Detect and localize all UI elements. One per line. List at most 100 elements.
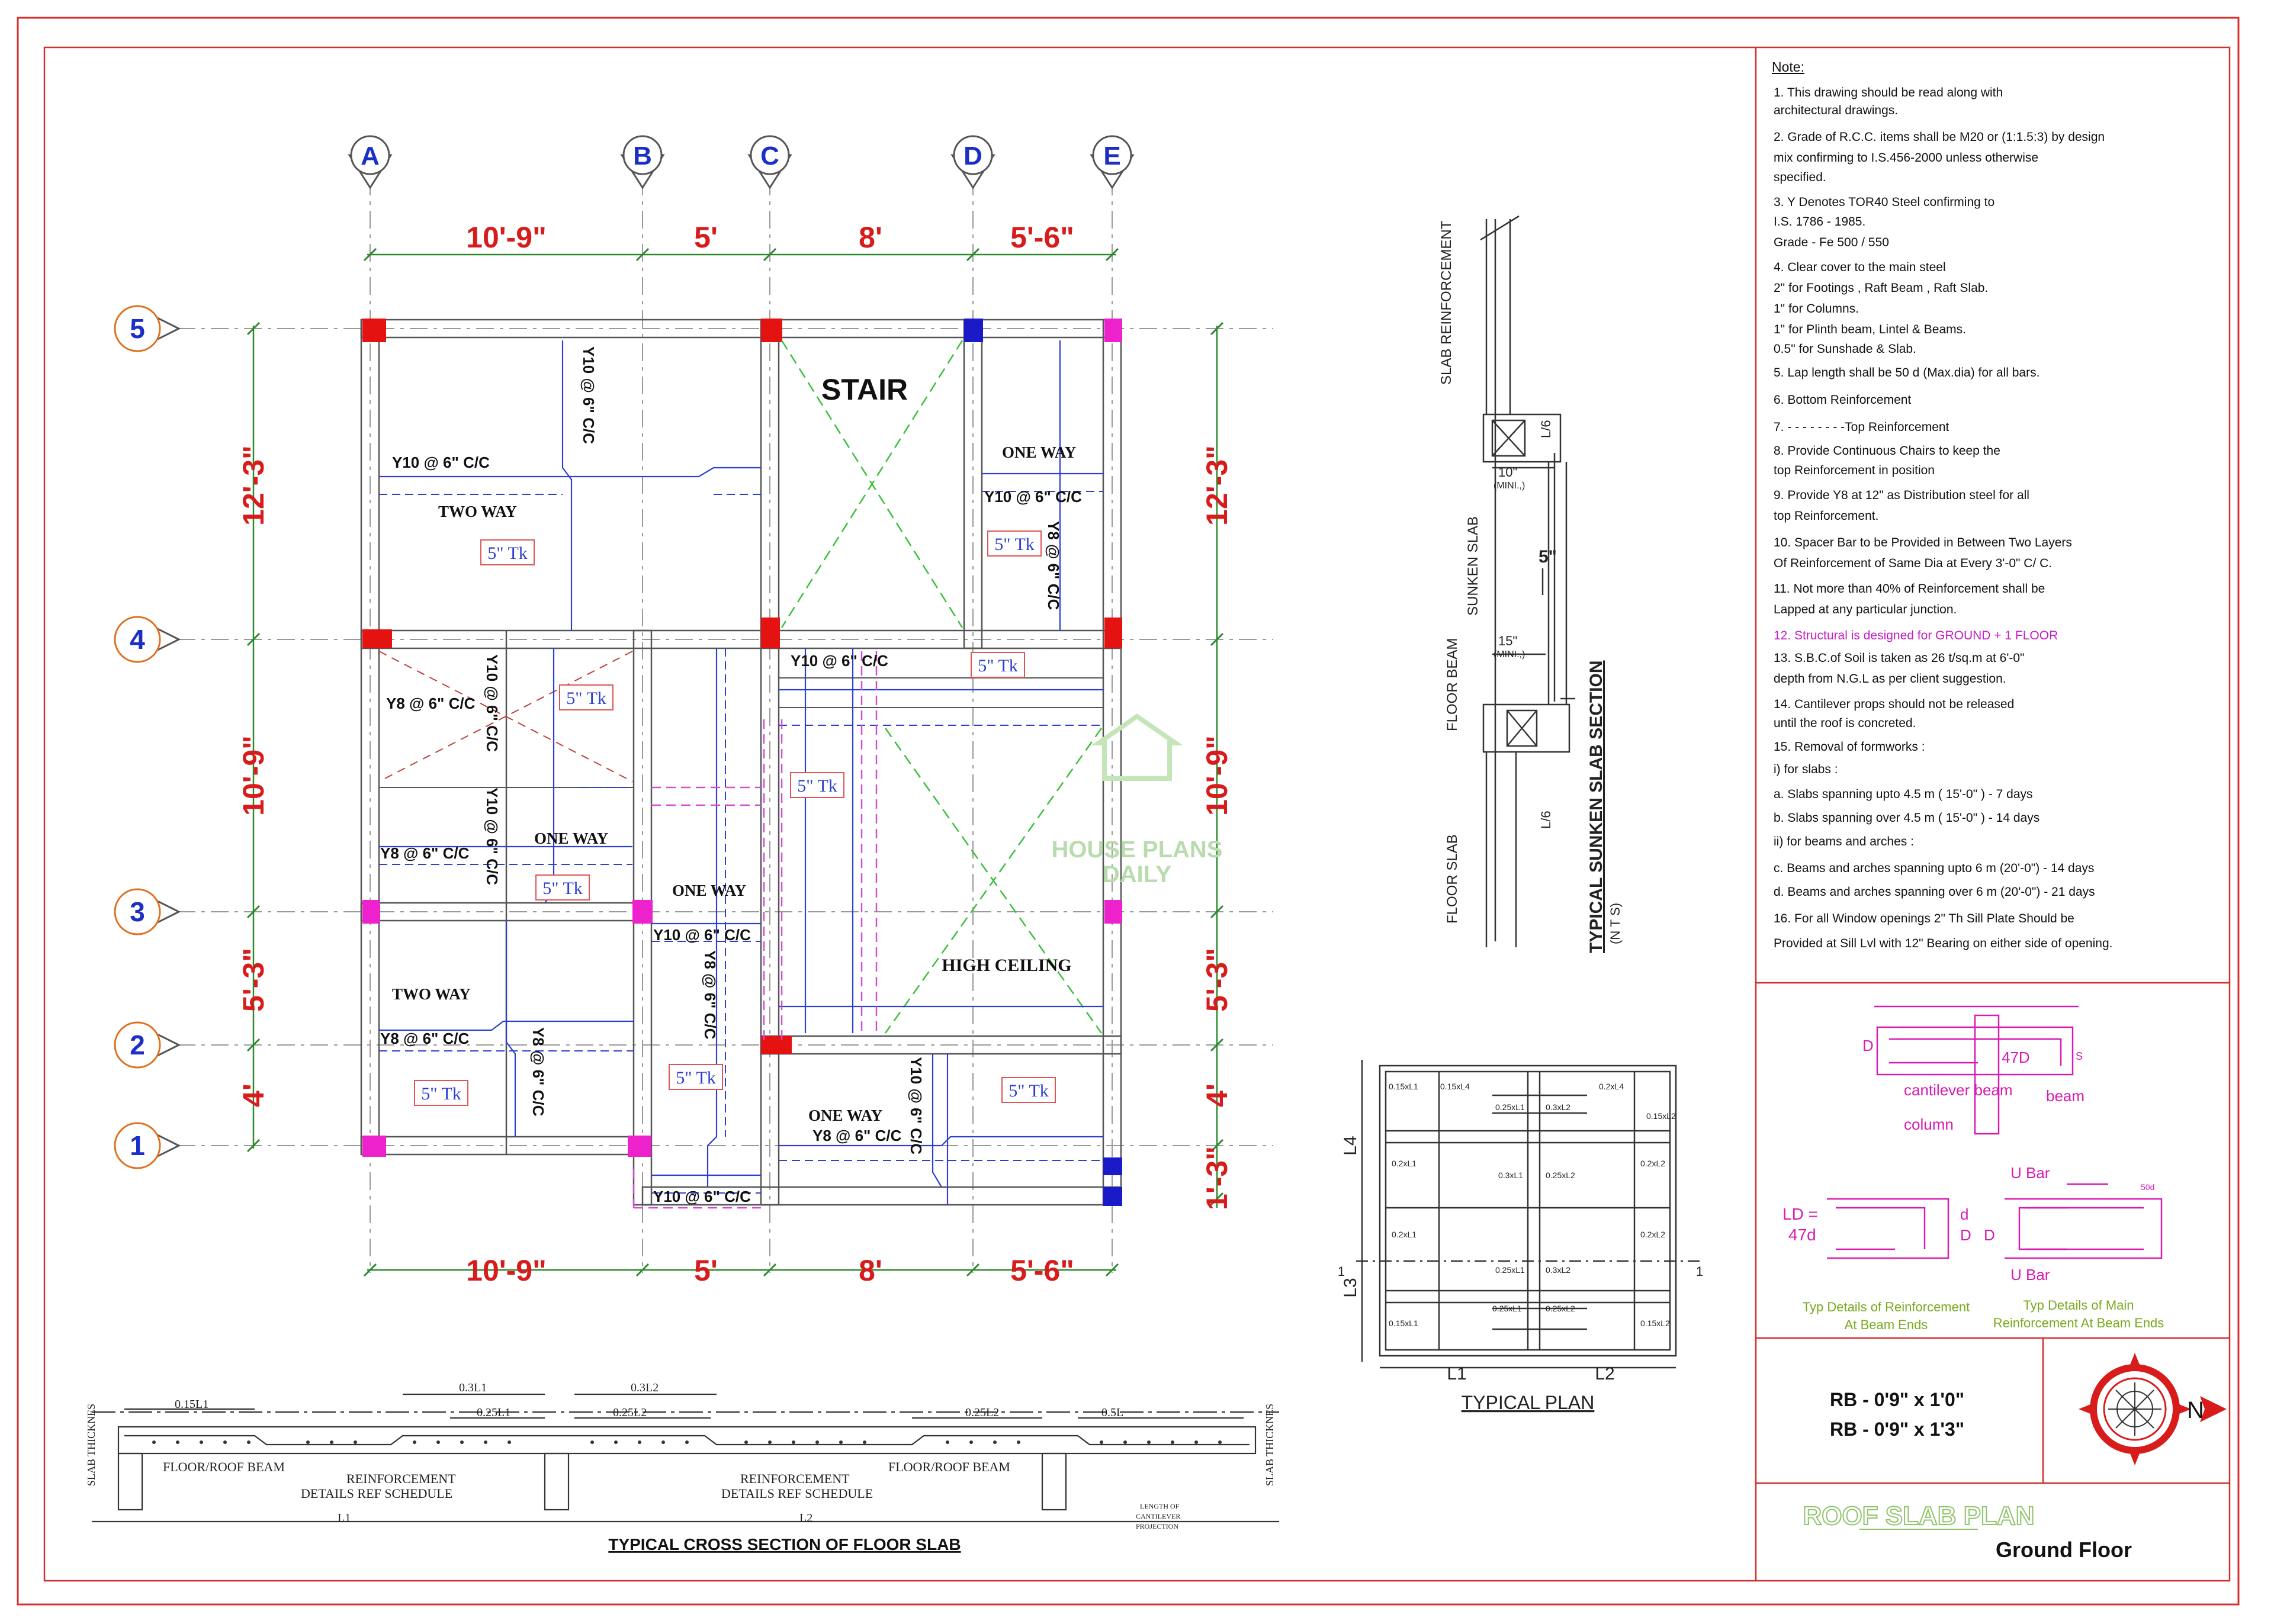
typical-plan-label: L2	[1595, 1364, 1614, 1384]
grid-col-label: C	[760, 142, 779, 171]
sheet-subtitle: Ground Floor	[1996, 1538, 2132, 1562]
plan-tag: 0.2xL1	[1392, 1159, 1417, 1168]
watermark: HOUSE PLANS DAILY	[1052, 713, 1222, 887]
note-line: b. Slabs spanning over 4.5 m ( 15'-0" ) …	[1774, 811, 2040, 825]
note-line: Grade - Fe 500 / 550	[1774, 236, 1889, 249]
dim-right: 4'	[1200, 1083, 1234, 1107]
dim-right: 5'-3"	[1200, 948, 1234, 1012]
slab-type-label: TWO WAY	[438, 503, 517, 520]
note-line: d. Beams and arches spanning over 6 m (2…	[1774, 885, 2095, 899]
dim-top: 5'-6"	[1010, 221, 1074, 254]
grid-row-label: 2	[130, 1030, 145, 1060]
room-stair: STAIR	[821, 373, 908, 406]
beam-detail-label: d	[1960, 1205, 1968, 1223]
rebar-label: Y10 @ 6" C/C	[653, 1188, 751, 1205]
sunken-label: (MINI.,)	[1493, 481, 1525, 491]
rebar-label-vertical: Y8 @ 6" C/C	[1045, 521, 1062, 610]
section-label: LENGTH OF	[1140, 1502, 1180, 1510]
plan-tag: 0.2xL2	[1640, 1159, 1665, 1168]
slab-panel-lines	[379, 677, 1103, 788]
north-label: N	[2187, 1397, 2204, 1423]
grid-row-label: 5	[130, 313, 145, 344]
thickness-tag: 5" Tk	[676, 1068, 716, 1088]
beam-detail-label: LD =	[1782, 1205, 1818, 1223]
rebar-label: Y10 @ 6" C/C	[653, 926, 751, 944]
beam-detail-label: beam	[2046, 1087, 2084, 1105]
thickness-tag: 5" Tk	[978, 656, 1018, 676]
typical-plan-label: 1	[1696, 1264, 1703, 1279]
typical-plan-labels: 0.15xL1 0.15xL4 0.25xL1 0.3xL2 0.2xL4 0.…	[1389, 1082, 1676, 1328]
section-label: SLAB THICKNES	[1264, 1404, 1276, 1486]
dim-left: 10'-9"	[237, 735, 270, 816]
dim-bottom: 5'-6"	[1010, 1254, 1074, 1287]
dim-bottom: 5'	[694, 1254, 718, 1287]
plan-tag: 0.25xL1	[1492, 1304, 1522, 1313]
thickness-tag: 5" Tk	[566, 689, 606, 708]
dimension-lines	[246, 247, 1224, 1277]
note-line: 16. For all Window openings 2" Th Sill P…	[1774, 912, 2074, 925]
typical-plan-title: TYPICAL PLAN	[1462, 1392, 1595, 1413]
plan-tag: 0.2xL4	[1599, 1082, 1624, 1091]
beam-detail-caption: At Beam Ends	[1845, 1317, 1928, 1332]
room-high-ceiling: HIGH CEILING	[942, 956, 1071, 975]
rebar-label: Y8 @ 6" C/C	[380, 1030, 470, 1047]
note-line: 3. Y Denotes TOR40 Steel confirming to	[1774, 195, 1995, 209]
dim-right: 12'-3"	[1200, 445, 1234, 526]
note-line: 4. Clear cover to the main steel	[1774, 261, 1946, 274]
north-compass-icon	[2079, 1353, 2227, 1465]
beam-detail-label: S	[2076, 1050, 2083, 1062]
section-label: CANTILEVER	[1136, 1512, 1180, 1520]
note-line: ii) for beams and arches :	[1774, 835, 1914, 848]
plan-tag: 0.3xL1	[1498, 1170, 1523, 1180]
cross-section-title: TYPICAL CROSS SECTION OF FLOOR SLAB	[608, 1535, 961, 1554]
grid-lines	[178, 178, 1273, 1273]
dim-top: 5'	[694, 221, 718, 254]
rebar-label: Y8 @ 6" C/C	[380, 844, 470, 862]
dim-bottom: 10'-9"	[466, 1254, 547, 1287]
outer-border	[17, 17, 2240, 1606]
plan-tag: 0.25xL1	[1495, 1265, 1525, 1275]
sunken-label: (MINI.,)	[1493, 649, 1525, 660]
note-line: 2. Grade of R.C.C. items shall be M20 or…	[1774, 130, 2105, 144]
column-grid-markers	[348, 135, 1135, 189]
rebar-label: Y10 @ 6" C/C	[984, 488, 1082, 506]
dim-right: 1'-3"	[1200, 1146, 1234, 1210]
note-line: 13. S.B.C.of Soil is taken as 26 t/sq.m …	[1774, 651, 2025, 665]
plan-tag: 0.15xL2	[1640, 1319, 1670, 1328]
floor-slab-cross-section	[92, 1393, 1279, 1523]
rebar-label-vertical: Y8 @ 6" C/C	[529, 1027, 547, 1117]
typical-plan-label: L3	[1341, 1278, 1360, 1297]
dim-top: 8'	[859, 221, 882, 254]
rebar-label-vertical: Y10 @ 6" C/C	[580, 346, 598, 444]
section-dim: 0.25L1	[477, 1406, 510, 1419]
plan-tag: 0.3xL2	[1546, 1265, 1570, 1275]
note-line: depth from N.G.L as per client suggestio…	[1774, 672, 2006, 686]
rebar-label-vertical: Y10 @ 6" C/C	[483, 654, 501, 752]
rebar-label-vertical: Y10 @ 6" C/C	[483, 787, 501, 885]
beam-size: RB - 0'9" x 1'0"	[1830, 1389, 1964, 1410]
dim-bottom: 8'	[859, 1254, 882, 1287]
section-label: SLAB THICKNES	[85, 1404, 97, 1486]
note-line: specified.	[1774, 171, 1826, 184]
note-line: 6. Bottom Reinforcement	[1774, 393, 1912, 407]
beam-detail-label: D	[1960, 1226, 1971, 1244]
thickness-tag: 5" Tk	[487, 544, 528, 563]
beam-detail-label: U Bar	[2010, 1266, 2050, 1284]
slab-type-label: ONE WAY	[534, 829, 608, 847]
beam-detail-caption: Reinforcement At Beam Ends	[1993, 1316, 2164, 1330]
note-line: architectural drawings.	[1774, 104, 1899, 117]
section-dim: 0.5L	[1101, 1406, 1123, 1419]
note-line: Lapped at any particular junction.	[1774, 603, 1957, 616]
note-line: 7. - - - - - - - -Top Reinforcement	[1774, 420, 1949, 434]
columns	[362, 319, 1122, 1206]
beam-detail-label: U Bar	[2010, 1164, 2050, 1182]
rebar-label: Y10 @ 6" C/C	[392, 454, 490, 471]
sheet-title: ROOF SLAB PLAN	[1803, 1501, 2034, 1530]
note-line: 0.5" for Sunshade & Slab.	[1774, 342, 1916, 356]
note-line: 2" for Footings , Raft Beam , Raft Slab.	[1774, 281, 1989, 295]
thickness-tag: 5" Tk	[797, 776, 837, 796]
note-line: 8. Provide Continuous Chairs to keep the	[1774, 444, 2000, 458]
plan-tag: 0.15xL1	[1389, 1082, 1418, 1091]
sunken-label: (N T S)	[1608, 903, 1623, 944]
